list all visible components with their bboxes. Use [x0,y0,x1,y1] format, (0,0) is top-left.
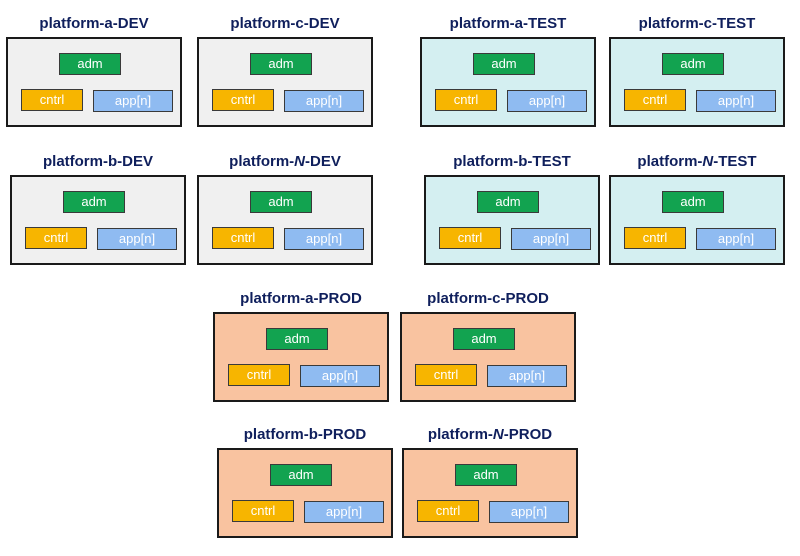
cntrl-component: cntrl [212,89,274,111]
platform-title: platform-N-DEV [229,153,341,170]
adm-component: adm [453,328,515,350]
platform-box-prod: adm cntrl app[n] [400,312,576,402]
platform-title: platform-N-TEST [637,153,757,170]
adm-component: adm [455,464,517,486]
adm-component: adm [250,191,312,213]
platform-a-dev: platform-a-DEV adm cntrl app[n] [6,15,182,145]
platform-title: platform-a-TEST [449,15,567,32]
adm-component: adm [662,191,724,213]
cntrl-component: cntrl [435,89,497,111]
platform-c-dev: platform-c-DEV adm cntrl app[n] [197,15,373,145]
cntrl-component: cntrl [624,227,686,249]
app-component: app[n] [489,501,569,523]
platform-title: platform-a-PROD [240,290,362,307]
cntrl-component: cntrl [212,227,274,249]
app-component: app[n] [696,228,776,250]
platform-box-dev: adm cntrl app[n] [197,37,373,127]
app-component: app[n] [300,365,380,387]
platform-title: platform-b-PROD [243,426,367,443]
app-component: app[n] [304,501,384,523]
cntrl-component: cntrl [21,89,83,111]
cntrl-component: cntrl [415,364,477,386]
adm-component: adm [250,53,312,75]
app-component: app[n] [284,228,364,250]
platform-title: platform-c-PROD [427,290,549,307]
cntrl-component: cntrl [417,500,479,522]
platform-n-prod: platform-N-PROD adm cntrl app[n] [402,426,578,556]
platform-box-prod: adm cntrl app[n] [213,312,389,402]
adm-component: adm [270,464,332,486]
platform-title: platform-b-TEST [453,153,571,170]
app-component: app[n] [93,90,173,112]
platform-box-test: adm cntrl app[n] [609,37,785,127]
adm-component: adm [473,53,535,75]
platform-n-dev: platform-N-DEV adm cntrl app[n] [197,153,373,283]
platform-a-prod: platform-a-PROD adm cntrl app[n] [213,290,389,420]
adm-component: adm [63,191,125,213]
adm-component: adm [59,53,121,75]
app-component: app[n] [696,90,776,112]
app-component: app[n] [511,228,591,250]
platform-b-test: platform-b-TEST adm cntrl app[n] [424,153,600,283]
platform-box-prod: adm cntrl app[n] [217,448,393,538]
platform-c-prod: platform-c-PROD adm cntrl app[n] [400,290,576,420]
platform-box-test: adm cntrl app[n] [609,175,785,265]
platform-title: platform-c-TEST [638,15,756,32]
cntrl-component: cntrl [439,227,501,249]
platform-b-dev: platform-b-DEV adm cntrl app[n] [10,153,186,283]
platform-a-test: platform-a-TEST adm cntrl app[n] [420,15,596,145]
platform-c-test: platform-c-TEST adm cntrl app[n] [609,15,785,145]
platform-title: platform-b-DEV [42,153,153,170]
adm-component: adm [266,328,328,350]
platform-title: platform-a-DEV [39,15,149,32]
platform-box-prod: adm cntrl app[n] [402,448,578,538]
platform-n-test: platform-N-TEST adm cntrl app[n] [609,153,785,283]
platform-box-dev: adm cntrl app[n] [6,37,182,127]
cntrl-component: cntrl [228,364,290,386]
cntrl-component: cntrl [25,227,87,249]
cntrl-component: cntrl [624,89,686,111]
app-component: app[n] [487,365,567,387]
platform-box-test: adm cntrl app[n] [424,175,600,265]
platform-box-dev: adm cntrl app[n] [10,175,186,265]
cntrl-component: cntrl [232,500,294,522]
platform-title: platform-N-PROD [427,426,553,443]
platform-box-dev: adm cntrl app[n] [197,175,373,265]
platform-box-test: adm cntrl app[n] [420,37,596,127]
app-component: app[n] [507,90,587,112]
adm-component: adm [477,191,539,213]
adm-component: adm [662,53,724,75]
app-component: app[n] [97,228,177,250]
app-component: app[n] [284,90,364,112]
platform-title: platform-c-DEV [230,15,340,32]
platform-b-prod: platform-b-PROD adm cntrl app[n] [217,426,393,556]
